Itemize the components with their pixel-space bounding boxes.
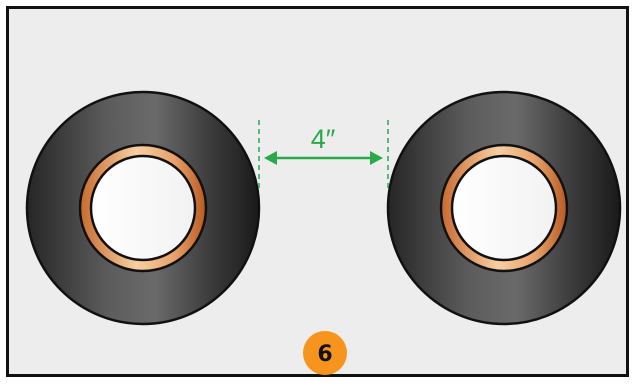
step-badge: 6 (303, 331, 347, 375)
tape-roll-right (386, 90, 622, 326)
double-arrow-icon (264, 151, 383, 165)
step-badge-icon (303, 331, 347, 375)
dimension-label: 4″ (311, 124, 336, 154)
dimension-marker: 4″ (258, 120, 389, 188)
step-number: 6 (317, 342, 332, 367)
tape-roll-left (25, 90, 261, 326)
